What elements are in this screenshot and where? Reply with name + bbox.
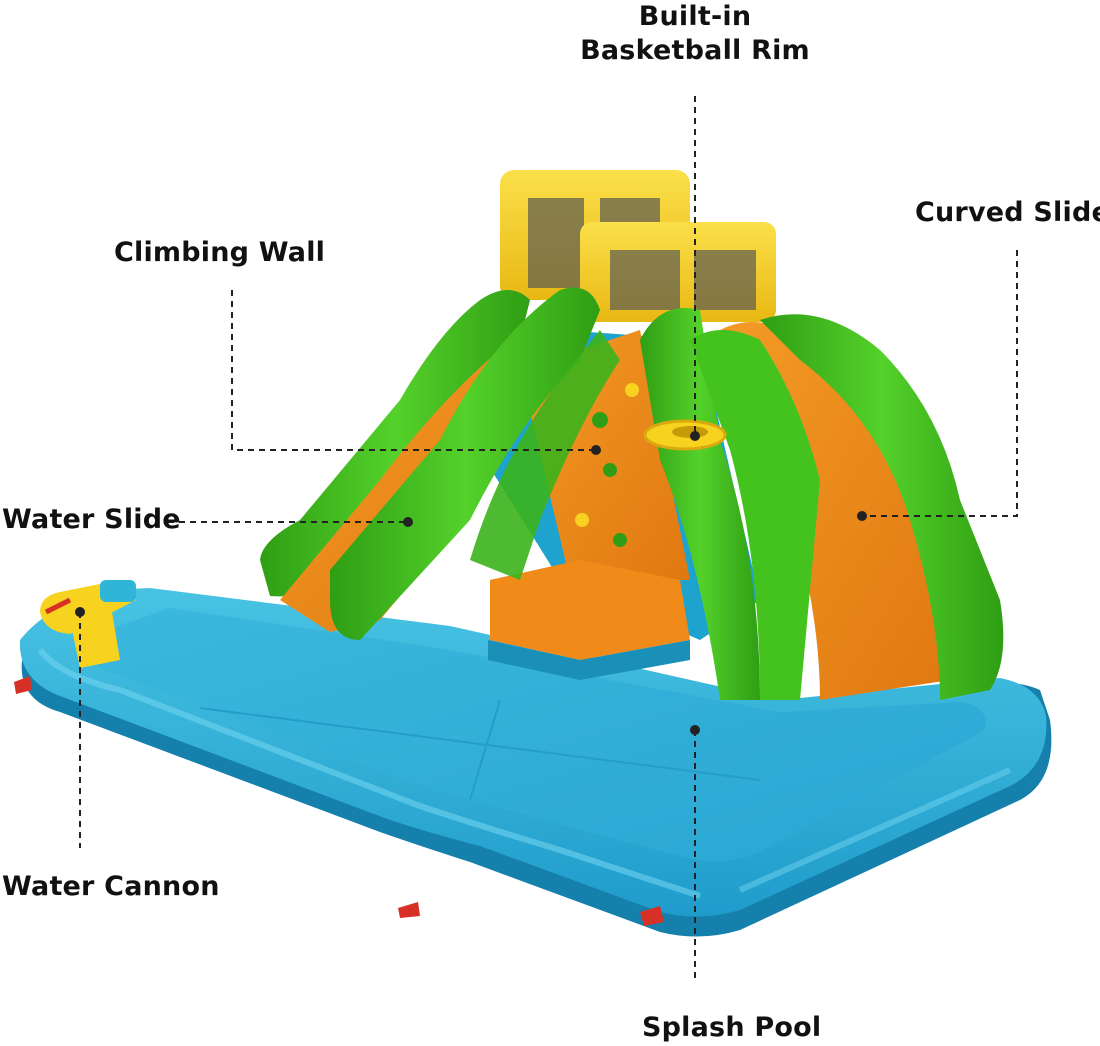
basketball-rim — [643, 419, 727, 451]
label-water-slide: Water Slide — [2, 504, 181, 535]
climbing-hold — [575, 513, 589, 527]
stake — [398, 902, 420, 918]
label-curved-slide: Curved Slide — [915, 197, 1100, 228]
stake — [640, 906, 664, 926]
climbing-hold — [625, 383, 639, 397]
basketball-frame — [500, 170, 776, 322]
label-climbing-wall: Climbing Wall — [114, 237, 326, 268]
water-cannon — [40, 580, 136, 668]
label-water-cannon: Water Cannon — [2, 871, 220, 902]
label-basketball-rim-line1: Built-in — [638, 1, 752, 32]
label-basketball-rim: Built-in Basketball Rim — [575, 0, 815, 68]
water-slide — [260, 287, 620, 640]
climbing-hold — [613, 533, 627, 547]
marker-dot — [591, 445, 601, 455]
callout-markers — [75, 431, 867, 735]
leader-line-climbing-wall — [231, 290, 596, 451]
pool-floor — [78, 608, 986, 862]
splash-pool — [19, 588, 1052, 937]
curved-slide — [640, 308, 1004, 700]
climbing-hold — [603, 463, 617, 477]
leader-lines — [79, 96, 1018, 980]
marker-dot — [690, 431, 700, 441]
climbing-hold — [592, 412, 608, 428]
label-splash-pool: Splash Pool — [642, 1012, 822, 1043]
leader-line-curved-slide — [862, 250, 1018, 517]
marker-dot — [403, 517, 413, 527]
ground-stakes — [14, 676, 664, 926]
label-basketball-rim-line2: Basketball Rim — [580, 35, 810, 66]
stake — [14, 676, 32, 694]
